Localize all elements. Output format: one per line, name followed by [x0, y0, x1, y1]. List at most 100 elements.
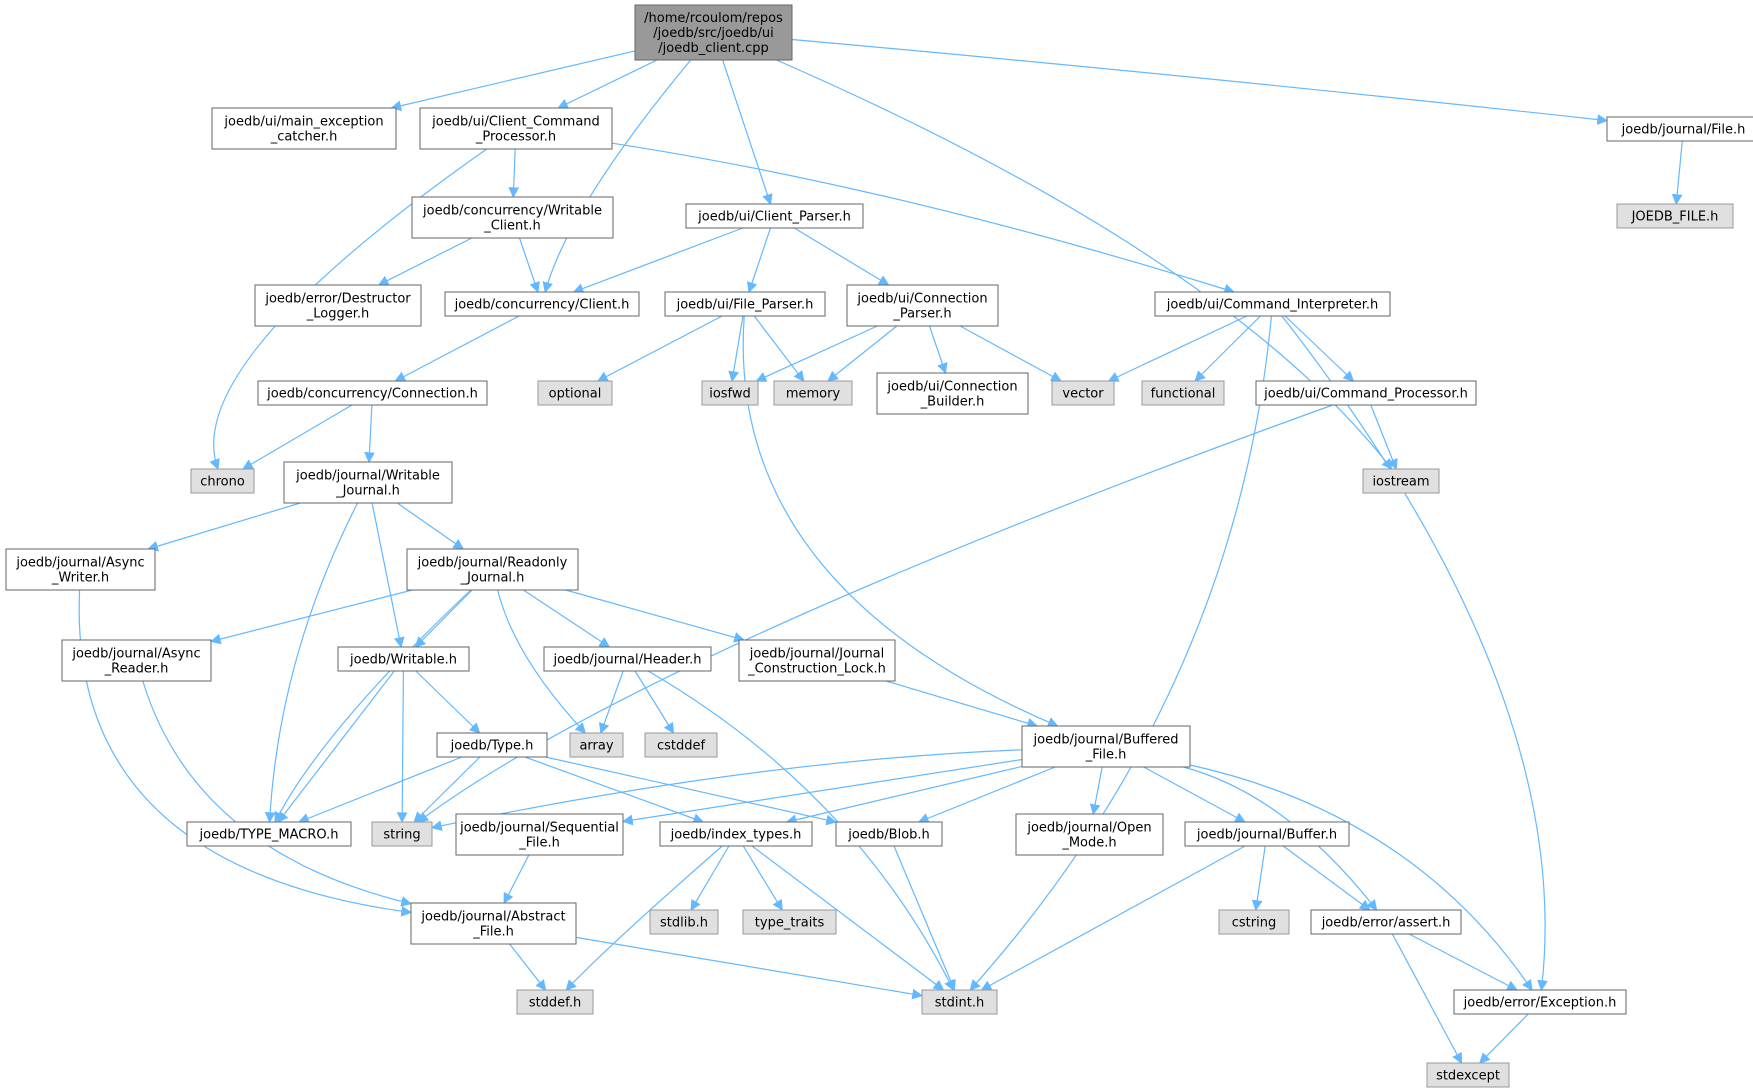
node-type-h[interactable]: joedb/Type.h: [436, 732, 548, 758]
nodes-layer: /home/rcoulom/repos/joedb/src/joedb/ui/j…: [5, 4, 1753, 1088]
edge-connection_parser-to-iosfwd: [755, 325, 878, 382]
node-writable-h[interactable]: joedb/Writable.h: [337, 646, 470, 672]
node-root[interactable]: /home/rcoulom/repos/joedb/src/joedb/ui/j…: [634, 4, 793, 61]
node-chrono: chrono: [190, 468, 255, 494]
node-box: [1310, 909, 1462, 935]
node-blob-h[interactable]: joedb/Blob.h: [835, 821, 943, 847]
edge-writable_client-to-concurrency_client: [518, 237, 540, 294]
node-journal-construction-lock[interactable]: joedb/journal/Journal_Construction_Lock.…: [738, 639, 896, 682]
node-label-line: stdexcept: [1436, 1069, 1500, 1084]
edge-buffered_file-to-journal_buffer: [1143, 766, 1246, 823]
node-box: [1184, 821, 1350, 847]
node-box: [1021, 725, 1191, 768]
node-label-line: joedb/journal/Buffer.h: [1196, 828, 1337, 843]
edge-client_command_processor-to-chrono: [209, 148, 488, 471]
node-index-types[interactable]: joedb/index_types.h: [659, 821, 813, 847]
node-box: [211, 107, 397, 150]
edge-concurrency_client-to-concurrency_connection: [394, 315, 520, 382]
node-box: [876, 372, 1029, 415]
node-box: [337, 646, 470, 672]
node-iostream: iostream: [1362, 468, 1440, 494]
node-box: [846, 284, 999, 327]
node-box: [773, 380, 853, 406]
node-label-line: array: [579, 739, 613, 754]
node-main-exception-catcher[interactable]: joedb/ui/main_exception_catcher.h: [211, 107, 397, 150]
node-async-reader[interactable]: joedb/journal/Async_Reader.h: [61, 639, 212, 682]
node-concurrency-client[interactable]: joedb/concurrency/Client.h: [444, 291, 640, 317]
node-box: [738, 639, 896, 682]
node-writable-client[interactable]: joedb/concurrency/Writable_Client.h: [411, 196, 614, 239]
node-buffered-file[interactable]: joedb/journal/Buffered_File.h: [1021, 725, 1191, 768]
edge-readonly_journal-to-async_reader: [209, 589, 413, 645]
edge-client_command_processor-to-writable_client: [508, 148, 520, 199]
node-connection-parser[interactable]: joedb/ui/Connection_Parser.h: [846, 284, 999, 327]
node-box: [186, 821, 352, 847]
node-label-line: vector: [1062, 387, 1104, 402]
node-connection-builder[interactable]: joedb/ui/Connection_Builder.h: [876, 372, 1029, 415]
edge-command_interpreter-to-functional: [1194, 315, 1261, 382]
edge-command_processor-to-string: [417, 404, 1333, 823]
node-concurrency-connection[interactable]: joedb/concurrency/Connection.h: [257, 380, 488, 406]
edge-writable_journal-to-readonly_journal: [396, 502, 465, 550]
node-type-macro[interactable]: joedb/TYPE_MACRO.h: [186, 821, 352, 847]
node-label-line: type_traits: [755, 916, 825, 931]
edge-abstract_file-to-stdint_h: [575, 936, 924, 1000]
node-label-line: joedb/error/assert.h: [1321, 916, 1451, 931]
node-stdint-h: stdint.h: [921, 989, 998, 1015]
node-string: string: [371, 821, 433, 847]
node-box: [455, 813, 624, 856]
node-label-line: joedb/error/Destructor: [264, 292, 411, 307]
node-label-line: joedb/ui/main_exception: [223, 115, 383, 130]
node-command-interpreter[interactable]: joedb/ui/Command_Interpreter.h: [1154, 291, 1391, 317]
node-label-line: cstddef: [657, 739, 706, 754]
edge-root-to-concurrency_client: [542, 59, 692, 294]
node-writable-journal[interactable]: joedb/journal/Writable_Journal.h: [283, 461, 453, 504]
node-client-command-processor[interactable]: joedb/ui/Client_Command_Processor.h: [419, 107, 613, 150]
node-abstract-file[interactable]: joedb/journal/Abstract_File.h: [410, 902, 577, 945]
node-label-line: joedb/journal/File.h: [1621, 123, 1746, 138]
node-label-line: joedb/ui/Client_Command: [431, 115, 600, 130]
node-label-line: joedb/error/Exception.h: [1463, 996, 1617, 1011]
edge-buffered_file-to-string: [430, 749, 1023, 831]
edge-file_parser-to-iosfwd: [728, 315, 744, 383]
edge-readonly_journal-to-type_macro: [274, 589, 472, 823]
node-box: [543, 646, 712, 672]
node-destructor-logger[interactable]: joedb/error/Destructor_Logger.h: [254, 284, 422, 327]
node-label-line: string: [383, 828, 420, 843]
edge-journal_header-to-array: [599, 670, 624, 735]
node-async-writer[interactable]: joedb/journal/Async_Writer.h: [5, 548, 156, 591]
node-journal-buffer[interactable]: joedb/journal/Buffer.h: [1184, 821, 1350, 847]
edge-root-to-journal_file: [791, 38, 1609, 125]
node-command-processor[interactable]: joedb/ui/Command_Processor.h: [1255, 380, 1477, 406]
node-file-parser[interactable]: joedb/ui/File_Parser.h: [664, 291, 826, 317]
node-sequential-file[interactable]: joedb/journal/Sequential_File.h: [455, 813, 624, 856]
node-error-assert[interactable]: joedb/error/assert.h: [1310, 909, 1462, 935]
node-client-parser[interactable]: joedb/ui/Client_Parser.h: [685, 203, 864, 229]
node-label-line: joedb/concurrency/Client.h: [454, 298, 630, 313]
node-type-traits: type_traits: [742, 909, 837, 935]
edge-index_types-to-type_traits: [742, 845, 783, 911]
edge-command_processor-to-iostream: [1370, 404, 1398, 471]
node-journal-header[interactable]: joedb/journal/Header.h: [543, 646, 712, 672]
node-label-line: joedb/ui/Command_Interpreter.h: [1166, 298, 1378, 313]
node-label-line: _Mode.h: [1061, 836, 1116, 851]
edge-journal_buffer-to-error_assert: [1282, 845, 1371, 911]
edge-journal_header-to-stdint_h: [647, 670, 955, 991]
node-label-line: joedb/Blob.h: [847, 828, 930, 843]
edge-readonly_journal-to-journal_header: [523, 589, 611, 648]
edge-async_reader-to-abstract_file: [142, 680, 413, 907]
node-journal-file[interactable]: joedb/journal/File.h: [1606, 116, 1753, 142]
node-label-line: memory: [786, 387, 841, 402]
edge-buffered_file-to-open_mode: [1089, 766, 1103, 816]
node-error-exception[interactable]: joedb/error/Exception.h: [1453, 989, 1627, 1015]
node-label-line: _catcher.h: [270, 130, 338, 145]
edge-concurrency_connection-to-writable_journal: [364, 404, 375, 464]
node-box: [634, 4, 793, 61]
node-readonly-journal[interactable]: joedb/journal/Readonly_Journal.h: [406, 548, 579, 591]
node-box: [569, 732, 624, 758]
edge-file_parser-to-optional: [596, 315, 723, 382]
node-label-line: joedb/journal/Async: [15, 556, 144, 571]
node-label-line: joedb/ui/Client_Parser.h: [697, 210, 851, 225]
node-open-mode[interactable]: joedb/journal/Open_Mode.h: [1015, 813, 1164, 856]
node-array: array: [569, 732, 624, 758]
